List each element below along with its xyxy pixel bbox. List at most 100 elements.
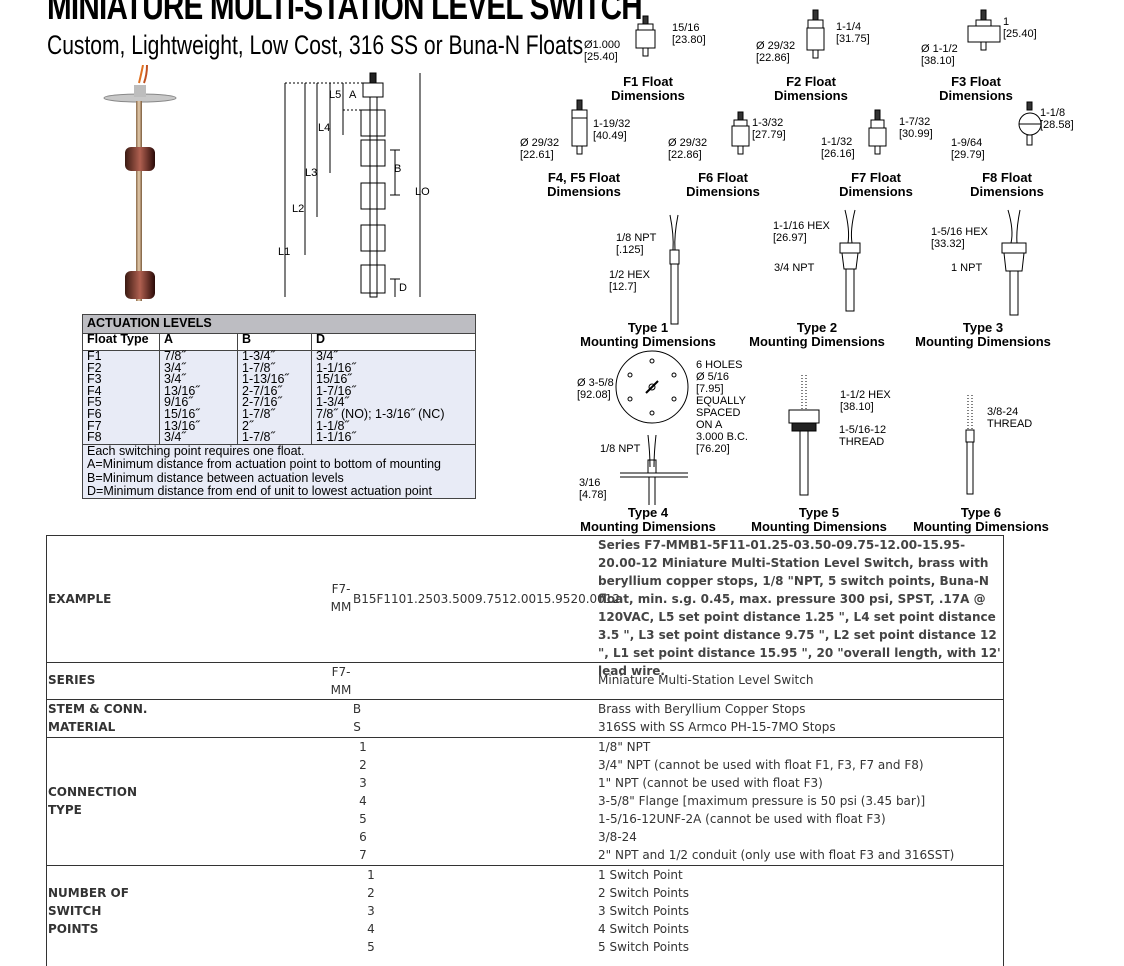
type3-hex-dim: 1-5/16 HEX [33.32] [931, 226, 988, 250]
connection-description: 1/8" NPT [598, 740, 651, 754]
connection-description: 3-5/8" Flange [maximum pressure is 50 ps… [598, 794, 926, 808]
f3-height-dim: 1 [25.40] [1003, 16, 1037, 40]
f6-diameter-dim: Ø 29/32 [22.86] [668, 137, 708, 161]
connection-code: 7 [359, 848, 367, 862]
type6-label: Type 6 Mounting Dimensions [913, 505, 1049, 534]
actuation-table-header: Float Type A B D [83, 332, 475, 351]
connection-code: 2 [359, 758, 367, 772]
switch-points-code: 1 [367, 868, 375, 882]
dim-d: D [399, 282, 407, 294]
switch-points-code: 4 [367, 922, 375, 936]
dim-l1: L1 [278, 246, 291, 258]
connection-description: 1" NPT (cannot be used with float F3) [598, 776, 823, 790]
connection-description: 1-5/16-12UNF-2A (cannot be used with flo… [598, 812, 886, 826]
table-cell: 1-3/4˝ [242, 349, 275, 363]
type1-hex-dim: 1/2 HEX [12.7] [609, 269, 650, 293]
note-line: B=Minimum distance between actuation lev… [87, 470, 344, 485]
type4-thickness-dim: 3/16 [4.78] [579, 477, 607, 501]
table-cell: 2-7/16˝ [242, 395, 282, 410]
example-prefix: F7- MM [330, 582, 352, 614]
series-description: Miniature Multi-Station Level Switch [598, 673, 814, 687]
float-type-column: F1 F2 F3 F4 F5 F6 F7 F8 [83, 350, 160, 444]
type5-thread-dim: 1-5/16-12 THREAD [839, 424, 887, 448]
float-shapes [571, 9, 1042, 155]
table-cell: 1-1/16˝ [316, 360, 356, 375]
col-header-b: B [238, 333, 312, 350]
f6-height-dim: 1-3/32 [27.79] [752, 117, 786, 141]
dim-lo: LO [415, 186, 430, 198]
type2-hex-dim: 1-1/16 HEX [26.97] [773, 220, 830, 244]
b-column: 1-3/4˝ 1-7/8˝ 1-13/16˝ 2-7/16˝ 2-7/16˝ 1… [238, 349, 312, 444]
f1-height-dim: 15/16 [23.80] [672, 22, 706, 46]
f6-label: F6 Float Dimensions [686, 170, 760, 199]
actuation-table-body: F1 F2 F3 F4 F5 F6 F7 F8 7/8˝ 3/4˝ 3/4˝ 1… [83, 349, 475, 445]
table-cell: 3/4˝ [164, 430, 186, 445]
f2-height-dim: 1-1/4 [31.75] [836, 21, 870, 45]
connection-code: 4 [359, 794, 367, 808]
f2-diameter-dim: Ø 29/32 [22.86] [756, 40, 796, 64]
series-row: SERIES F7- MM Miniature Multi-Station Le… [46, 662, 1004, 699]
type4-holes-dim: 6 HOLES Ø 5/16 [7.95] EQUALLY SPACED ON … [696, 359, 748, 455]
connection-code: 1 [359, 740, 367, 754]
series-code: F7- MM [330, 665, 352, 697]
switch-points-code: 5 [367, 940, 375, 954]
page-title: MINIATURE MULTI-STATION LEVEL SWITCH [47, 0, 643, 28]
switch-points-description: 5 Switch Points [598, 940, 689, 954]
connection-code: 3 [359, 776, 367, 790]
table-cell: 1-7/8˝ [242, 406, 275, 421]
connection-code: 6 [359, 830, 367, 844]
f4f5-height-dim: 1-19/32 [40.49] [593, 118, 631, 142]
f8-label: F8 Float Dimensions [970, 170, 1044, 199]
type2-npt-dim: 3/4 NPT [774, 262, 815, 274]
type2-label: Type 2 Mounting Dimensions [749, 320, 885, 349]
table-cell: F4 [87, 383, 102, 398]
example-row: EXAMPLE F7- MM B15F1101.2503.5009.7512.0… [46, 535, 1004, 678]
table-cell: F6 [87, 406, 102, 421]
table-cell: 2-7/16˝ [242, 383, 282, 398]
dim-l5: L5 [329, 89, 342, 101]
f7-label: F7 Float Dimensions [839, 170, 913, 199]
table-cell: 1-1/16˝ [316, 430, 356, 445]
table-cell: 15/16˝ [164, 406, 200, 421]
series-label: SERIES [48, 673, 96, 687]
type5-hex-dim: 1-1/2 HEX [38.10] [840, 389, 891, 413]
f1-label: F1 Float Dimensions [611, 74, 685, 103]
type1-npt-dim: 1/8 NPT [.125] [616, 232, 657, 256]
table-cell: 13/16˝ [164, 418, 200, 433]
f4f5-label: F4, F5 Float Dimensions [547, 170, 621, 199]
type3-npt-dim: 1 NPT [951, 262, 983, 274]
table-cell: F7 [87, 418, 102, 433]
connection-type-row: CONNECTION TYPE 1 1/8" NPT 2 3/4" NPT (c… [46, 737, 1004, 865]
type6-thread-dim: 3/8-24 THREAD [987, 406, 1033, 430]
actuation-levels-table: ACTUATION LEVELS Float Type A B D F1 F2 … [82, 314, 476, 500]
stem-code: S [353, 720, 361, 734]
dim-b: B [394, 163, 402, 175]
stem-description: Brass with Beryllium Copper Stops [598, 702, 806, 716]
f4f5-diameter-dim: Ø 29/32 [22.61] [520, 137, 560, 161]
type4-diameter-dim: Ø 3-5/8 [92.08] [577, 377, 614, 401]
col-header-d: D [316, 332, 326, 346]
ordering-table: EXAMPLE F7- MM B15F1101.2503.5009.7512.0… [46, 535, 1004, 966]
type4-label: Type 4 Mounting Dimensions [580, 505, 716, 534]
table-cell: 1-7/16˝ [316, 383, 356, 398]
switch-dimension-diagram [284, 72, 421, 298]
switch-points-label: NUMBER OF SWITCH POINTS [48, 886, 129, 936]
actuation-table-notes: Each switching point requires one float.… [83, 443, 475, 499]
f8-diameter-dim: 1-9/64 [29.79] [951, 137, 985, 161]
type5-label: Type 5 Mounting Dimensions [751, 505, 887, 534]
dim-l4: L4 [318, 122, 331, 134]
note-line: D=Minimum distance from end of unit to l… [87, 483, 432, 498]
table-cell: 1-1/8˝ [316, 418, 349, 433]
table-cell: 1-13/16˝ [242, 372, 289, 387]
table-cell: 1-7/8˝ [242, 360, 275, 375]
type1-label: Type 1 Mounting Dimensions [580, 320, 716, 349]
d-column: 3/4˝ 1-1/16˝ 15/16˝ 1-7/16˝ 1-3/4˝ 7/8˝ … [312, 349, 475, 445]
note-line: A=Minimum distance from actuation point … [87, 457, 441, 472]
table-cell: 7/8˝ [164, 349, 186, 363]
connection-description: 3/4" NPT (cannot be used with float F1, … [598, 758, 924, 772]
stem-description: 316SS with SS Armco PH-15-7MO Stops [598, 720, 836, 734]
f1-diameter-dim: Ø1.000 [25.40] [584, 39, 621, 63]
example-code: B15F1101.2503.5009.7512.0015.9520.0012 [353, 592, 621, 606]
note-line: Each switching point requires one float. [87, 443, 305, 458]
table-cell: 3/4˝ [316, 349, 338, 363]
